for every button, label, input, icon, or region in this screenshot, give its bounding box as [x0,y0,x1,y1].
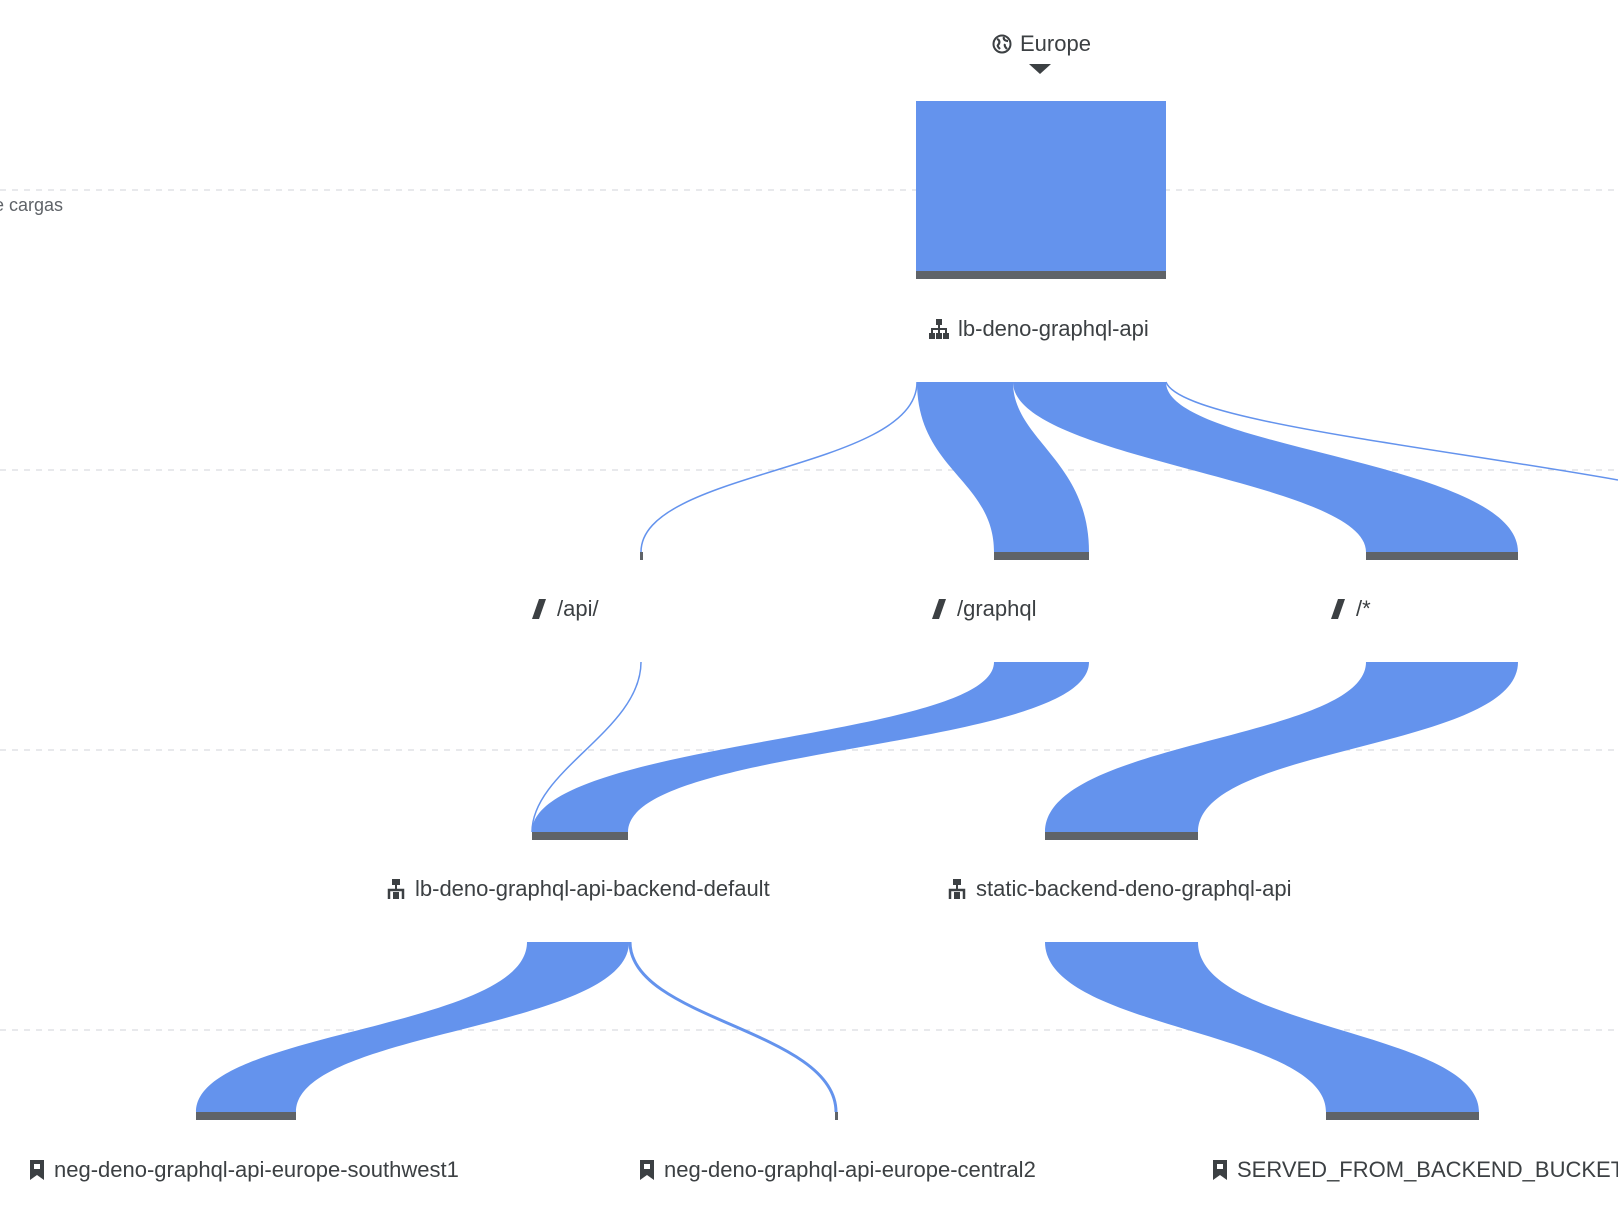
backend-label-default[interactable]: lb-deno-graphql-api-backend-default [385,876,770,902]
endpoint-label-southwest1[interactable]: neg-deno-graphql-api-europe-southwest1 [28,1157,459,1183]
flow-lb-to-wildcard[interactable] [1013,382,1518,552]
path-label-text: /graphql [957,596,1037,621]
row-label: e cargas [0,195,63,216]
slash-icon [932,599,946,619]
backend-label-text: lb-deno-graphql-api-backend-default [415,876,770,901]
backend-default-node-bar [532,832,628,840]
api-node-bar [640,552,643,560]
flow-static-to-bucket[interactable] [1045,942,1479,1112]
flow-graphql-to-backend-default[interactable] [532,662,1089,832]
wildcard-node-bar [1366,552,1518,560]
endpoint-label-text: neg-deno-graphql-api-europe-central2 [664,1157,1036,1182]
root-label[interactable]: Europe [992,31,1091,57]
static-backend-node-bar [1045,832,1198,840]
globe-icon [992,34,1012,54]
backend-label-static[interactable]: static-backend-deno-graphql-api [946,876,1292,902]
backend-service-icon [948,879,966,899]
endpoint-label-bucket[interactable]: SERVED_FROM_BACKEND_BUCKET [1211,1157,1618,1183]
path-label-text: /* [1356,596,1371,621]
load-balancer-label-text: lb-deno-graphql-api [958,316,1149,341]
path-label-wildcard[interactable]: /* [1328,596,1371,622]
flow-lb-to-offscreen[interactable] [1165,381,1618,481]
flow-backend-to-central2[interactable] [628,941,838,1113]
bookmark-icon [640,1160,654,1180]
load-balancer-label[interactable]: lb-deno-graphql-api [928,316,1149,342]
root-node-bar [916,271,1166,279]
bucket-node-bar [1326,1112,1479,1120]
root-dropdown-arrow[interactable] [1029,64,1051,74]
flow-wildcard-to-static-backend[interactable] [1045,662,1518,832]
root-node-block[interactable] [916,101,1166,271]
path-label-api[interactable]: /api/ [529,596,599,622]
flow-api-to-backend-default[interactable] [531,661,642,833]
slash-icon [1331,599,1345,619]
southwest1-node-bar [196,1112,296,1120]
bookmark-icon [1213,1160,1227,1180]
endpoint-label-text: neg-deno-graphql-api-europe-southwest1 [54,1157,459,1182]
path-label-text: /api/ [557,596,599,621]
sitemap-icon [929,319,949,339]
endpoint-label-central2[interactable]: neg-deno-graphql-api-europe-central2 [638,1157,1036,1183]
path-label-graphql[interactable]: /graphql [929,596,1037,622]
backend-label-text: static-backend-deno-graphql-api [976,876,1292,901]
row-label-text: e [0,195,9,215]
graphql-node-bar [994,552,1089,560]
root-label-text: Europe [1020,31,1091,56]
flow-lb-to-graphql[interactable] [917,382,1089,552]
bookmark-icon [30,1160,44,1180]
endpoint-label-text: SERVED_FROM_BACKEND_BUCKET [1237,1157,1618,1182]
flow-backend-to-southwest1[interactable] [196,942,629,1112]
flow-lb-to-api[interactable] [640,381,918,553]
slash-icon [532,599,546,619]
backend-service-icon [387,879,405,899]
central2-node-bar [835,1112,838,1120]
